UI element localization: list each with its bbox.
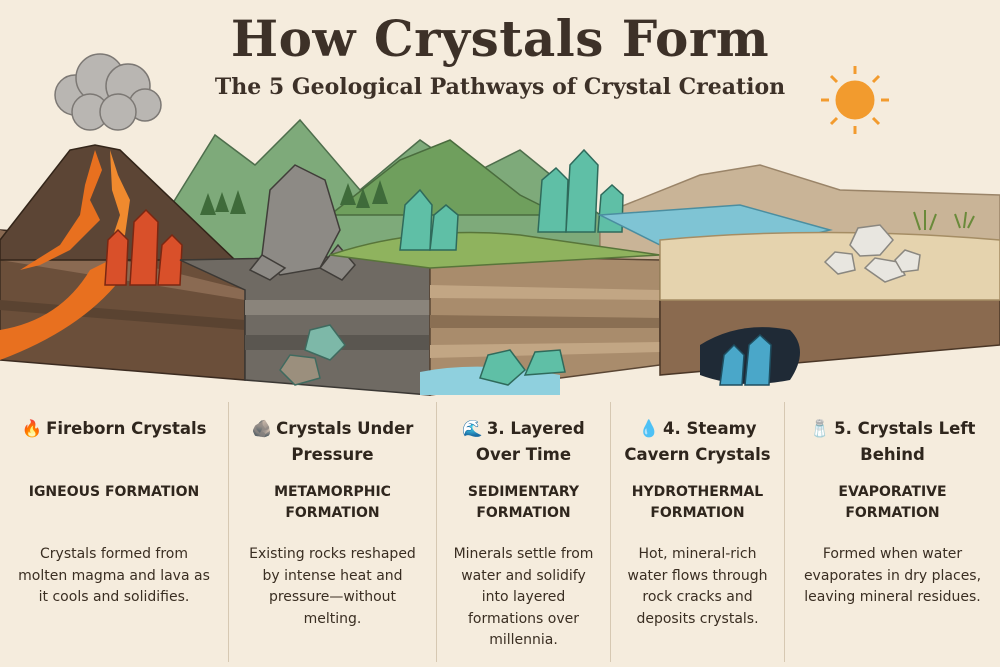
page-subtitle: The 5 Geological Pathways of Crystal Cre…: [214, 74, 786, 100]
geology-landscape-illustration: [0, 53, 1000, 396]
rock-icon: 🪨: [251, 419, 273, 438]
wave-icon: 🌊: [462, 419, 483, 438]
pathway-description: Minerals settle from water and solidify …: [453, 546, 594, 648]
pine-trees: [200, 180, 388, 215]
pathway-title: 💧4. Steamy Cavern Crystals: [624, 419, 771, 464]
desert-grass: [913, 210, 975, 231]
pathway-hydrothermal: 💧4. Steamy Cavern Crystals HYDROTHERMAL …: [610, 402, 784, 662]
igneous-crystals: [104, 208, 183, 286]
metamorphic-block: [179, 254, 431, 396]
formation-type: IGNEOUS FORMATION: [28, 484, 200, 500]
droplet-icon: 💧: [638, 419, 659, 438]
pathway-description: Crystals formed from molten magma and la…: [18, 546, 210, 605]
sun-icon: [821, 66, 889, 134]
pathway-sedimentary: 🌊3. Layered Over Time SEDIMENTARY FORMAT…: [436, 402, 610, 662]
header: How Crystals Form The 5 Geological Pathw…: [0, 8, 1000, 102]
pathway-title: 🔥Fireborn Crystals: [21, 419, 207, 438]
pathway-columns: 🔥Fireborn Crystals IGNEOUS FORMATION Cry…: [0, 402, 1000, 662]
formation-type: HYDROTHERMAL FORMATION: [631, 484, 764, 521]
smoke-cloud: [54, 53, 162, 131]
sedimentary-crystals: [399, 148, 624, 386]
salt-shaker-icon: 🧂: [809, 419, 831, 438]
formation-type: METAMORPHIC FORMATION: [274, 484, 391, 521]
fire-icon: 🔥: [21, 419, 43, 438]
pathway-metamorphic: 🪨Crystals Under Pressure METAMORPHIC FOR…: [228, 402, 436, 662]
page-title: How Crystals Form: [230, 9, 770, 68]
formation-type: EVAPORATIVE FORMATION: [838, 484, 947, 521]
pathway-title: 🌊3. Layered Over Time: [462, 419, 585, 464]
pathway-evaporative: 🧂5. Crystals Left Behind EVAPORATIVE FOR…: [784, 402, 1000, 662]
pathway-title: 🪨Crystals Under Pressure: [251, 419, 414, 464]
pathway-description: Hot, mineral-rich water flows through ro…: [627, 546, 768, 627]
pathway-description: Formed when water evaporates in dry plac…: [803, 546, 982, 605]
pathway-description: Existing rocks reshaped by intense heat …: [249, 546, 416, 627]
hydrothermal-block: [659, 231, 1000, 384]
formation-type: SEDIMENTARY FORMATION: [467, 484, 580, 521]
hydrothermal-crystals: [719, 333, 772, 386]
volcano: [0, 144, 237, 270]
pathway-title: 🧂5. Crystals Left Behind: [809, 419, 976, 464]
pathway-igneous: 🔥Fireborn Crystals IGNEOUS FORMATION Cry…: [0, 402, 228, 662]
evaporite-rocks: [823, 224, 921, 283]
metamorphic-rock: [248, 164, 356, 281]
metamorphic-buried-crystals: [279, 324, 346, 386]
